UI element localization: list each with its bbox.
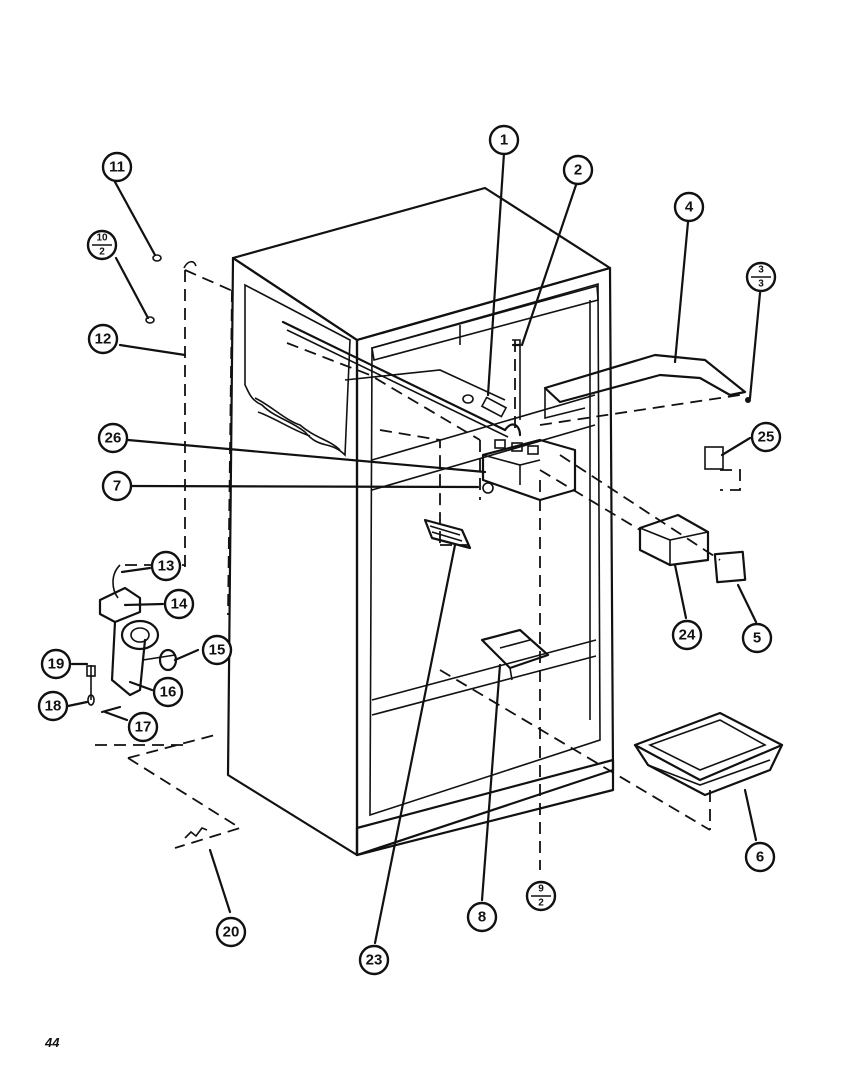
callout-13-label: 13 <box>158 558 175 575</box>
callout-23: 23 <box>358 944 390 976</box>
callout-10-2-top: 10 <box>96 233 108 244</box>
control-shaft <box>281 320 509 438</box>
control-housing <box>481 339 577 502</box>
callout-6: 6 <box>744 841 776 873</box>
callout-9-2-top: 9 <box>538 884 544 895</box>
callout-24: 24 <box>671 619 703 651</box>
callout-11-label: 11 <box>109 159 125 176</box>
callout-15: 15 <box>201 634 233 666</box>
part-23-thermostat <box>423 518 472 550</box>
callout-2-label: 2 <box>574 162 582 179</box>
callout-1: 1 <box>488 124 520 156</box>
callout-14-label: 14 <box>171 596 188 613</box>
callout-4: 4 <box>673 191 705 223</box>
part-8-bracket <box>480 628 550 681</box>
callout-3-3: 3 3 <box>745 261 777 293</box>
callout-17-label: 17 <box>135 719 152 736</box>
callout-19: 19 <box>40 648 72 680</box>
callout-12-label: 12 <box>95 331 112 348</box>
callout-8: 8 <box>466 901 498 933</box>
part-12-clip <box>183 260 197 269</box>
callout-2: 2 <box>562 154 594 186</box>
callout-10-2-bottom: 2 <box>99 247 105 258</box>
callout-19-label: 19 <box>48 656 65 673</box>
callout-23-label: 23 <box>366 952 383 969</box>
callout-5: 5 <box>741 622 773 654</box>
callout-26-label: 26 <box>105 430 122 447</box>
callout-13: 13 <box>150 550 182 582</box>
callout-7: 7 <box>101 470 133 502</box>
part-20-drain-pan <box>127 734 243 849</box>
callout-17: 17 <box>127 711 159 743</box>
callout-9-2: 9 2 <box>525 880 557 912</box>
part-5-plate <box>713 550 747 584</box>
part-10-nut <box>145 316 155 324</box>
part-24-air-duct <box>638 513 710 567</box>
part-6-tray <box>633 711 784 797</box>
callout-8-label: 8 <box>478 909 486 926</box>
callout-5-label: 5 <box>753 630 761 647</box>
callout-16: 16 <box>152 676 184 708</box>
part-11-screw <box>152 254 162 262</box>
leader-lines <box>66 151 762 945</box>
callout-12: 12 <box>87 323 119 355</box>
callout-7-label: 7 <box>113 478 121 495</box>
callout-20: 20 <box>215 916 247 948</box>
callout-14: 14 <box>163 588 195 620</box>
callout-16-label: 16 <box>160 684 177 701</box>
callout-3-3-bottom: 3 <box>758 279 764 290</box>
assembly-guide-lines <box>95 269 741 870</box>
callout-18-label: 18 <box>45 698 62 715</box>
callout-1-label: 1 <box>500 132 508 149</box>
callout-11: 11 <box>101 151 133 183</box>
callout-25-label: 25 <box>758 429 775 446</box>
callout-20-label: 20 <box>223 924 240 941</box>
cabinet-body <box>226 186 615 857</box>
callout-15-label: 15 <box>209 642 226 659</box>
part-4-cover <box>543 353 751 420</box>
callout-25: 25 <box>750 421 782 453</box>
callout-6-label: 6 <box>756 849 764 866</box>
callout-26: 26 <box>97 422 129 454</box>
callout-4-label: 4 <box>685 199 694 216</box>
page-number: 44 <box>45 1035 60 1050</box>
callout-3-3-top: 3 <box>758 265 764 276</box>
part-25-label <box>704 446 724 470</box>
callout-10-2: 10 2 <box>86 229 118 261</box>
callout-24-label: 24 <box>679 627 696 644</box>
callout-18: 18 <box>37 690 69 722</box>
callout-9-2-bottom: 2 <box>538 898 544 909</box>
